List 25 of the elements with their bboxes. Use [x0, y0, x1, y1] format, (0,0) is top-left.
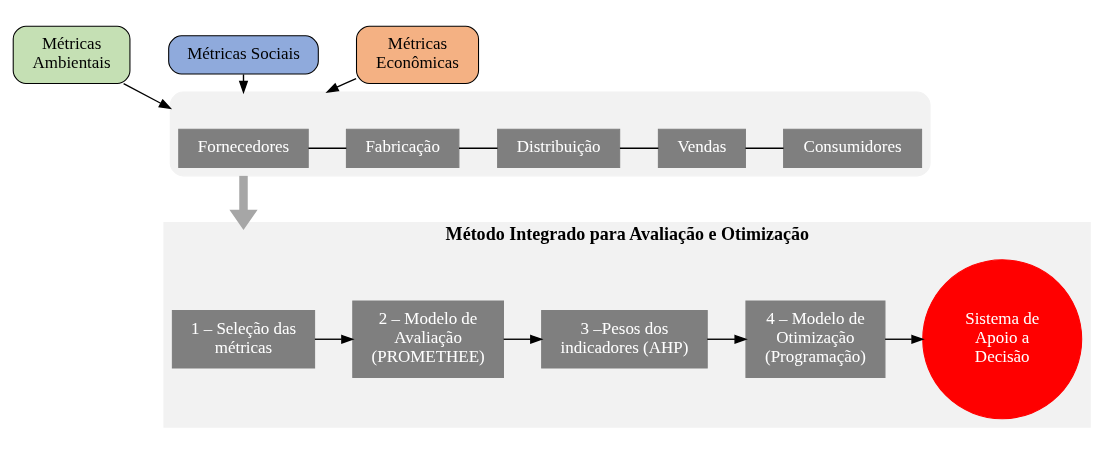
cluster [169, 91, 931, 177]
node-box: 1 – Seleção das métricas [171, 310, 316, 369]
node-box: Vendas [657, 128, 746, 168]
connector [619, 147, 660, 149]
arrow [502, 334, 544, 344]
arrow [229, 175, 258, 230]
connector [744, 147, 785, 149]
node-box: 3 –Pesos dos indicadores (AHP) [541, 310, 708, 369]
connector [307, 147, 348, 149]
arrow [884, 334, 925, 344]
arrow [325, 77, 357, 93]
arrow [314, 334, 355, 344]
node-box: Métricas Ambientais [12, 25, 131, 85]
node-box: Fabricação [345, 128, 460, 168]
node-box: Métricas Econômicas [355, 25, 480, 85]
node-box: Fornecedores [178, 128, 309, 168]
node-box: 4 – Modelo de Otimização (Programação) [745, 300, 886, 378]
node-box: Consumidores [783, 128, 923, 168]
node-circle: Sistema de Apoio a Decisão [922, 259, 1083, 420]
node-box: Métricas Sociais [168, 35, 319, 75]
arrow [706, 334, 748, 344]
node-box: 2 – Modelo de Avaliação (PROMETHEE) [352, 300, 504, 378]
connector [458, 147, 499, 149]
node-box: Distribuição [497, 128, 621, 168]
arrow [122, 82, 173, 110]
